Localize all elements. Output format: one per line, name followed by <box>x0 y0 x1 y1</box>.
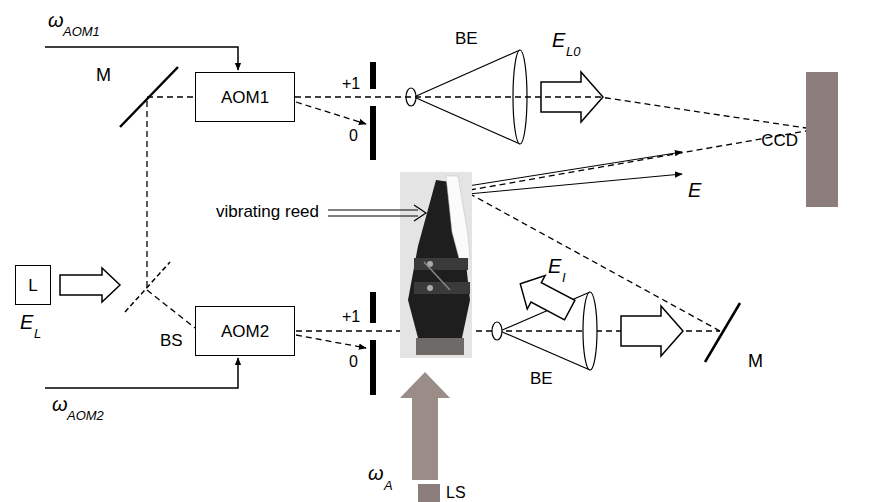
node-label: LS <box>446 485 466 501</box>
node-label: AOM2 <box>221 323 269 340</box>
rf-line <box>45 47 238 70</box>
beam-expander <box>500 331 590 370</box>
reed-photo <box>400 172 472 358</box>
camera-sensor: CCD <box>806 72 838 207</box>
zero-order-beam <box>296 102 366 124</box>
pointer <box>328 209 418 210</box>
field-symbol: E <box>552 30 565 50</box>
modulator-box: AOM2 <box>195 306 295 356</box>
hollow-arrows <box>60 72 683 356</box>
order-label: 0 <box>349 354 358 370</box>
node-label: L <box>28 277 37 294</box>
omega-symbol: ω <box>368 463 384 483</box>
sound-arrow <box>400 372 450 480</box>
aperture-plate <box>370 292 376 323</box>
beam <box>147 97 195 287</box>
beam <box>472 195 720 331</box>
mirror <box>705 303 740 362</box>
aperture-plate <box>370 62 376 89</box>
omega-symbol: ω <box>48 10 64 30</box>
node-label: CCD <box>761 131 798 148</box>
part-label: vibrating reed <box>216 203 319 220</box>
beam <box>470 131 806 190</box>
subscript: AOM2 <box>67 409 104 422</box>
field-symbol: E <box>548 256 561 276</box>
lens <box>583 292 597 370</box>
aperture-plate <box>370 106 376 160</box>
lens-label: BE <box>455 30 478 47</box>
splitter-label: BS <box>160 332 183 349</box>
subscript: I <box>562 271 566 284</box>
mirror-label: M <box>748 352 763 370</box>
beam <box>147 290 195 328</box>
pointer <box>414 205 426 221</box>
field-symbol: E <box>688 180 701 200</box>
laser-box: L <box>15 265 51 305</box>
pointer <box>328 215 418 216</box>
lens-label: BE <box>530 370 553 387</box>
subscript: A <box>384 479 393 492</box>
subscript: AOM1 <box>63 25 100 38</box>
scattered-ray <box>468 174 682 194</box>
subscript: L0 <box>566 45 580 58</box>
field-arrow <box>621 306 683 356</box>
lens <box>492 322 502 340</box>
modulator-box: AOM1 <box>195 72 295 122</box>
subscript: L <box>34 327 41 340</box>
field-arrow <box>60 268 120 302</box>
node-label: AOM1 <box>221 89 269 106</box>
order-label: 0 <box>349 128 358 144</box>
mirror-label: M <box>96 66 111 84</box>
omega-symbol: ω <box>52 394 68 414</box>
zero-order-beam <box>296 335 366 348</box>
order-label: +1 <box>342 309 360 325</box>
beam-connector <box>295 97 806 128</box>
aperture-plate <box>370 340 376 395</box>
beam-expander <box>414 50 520 97</box>
field-symbol: E <box>20 312 33 332</box>
field-arrow <box>511 267 578 327</box>
beam-expander <box>414 97 520 144</box>
loudspeaker: LS <box>418 484 440 502</box>
rf-line <box>45 358 238 388</box>
beam-splitter <box>125 262 170 312</box>
order-label: +1 <box>342 76 360 92</box>
scattered-ray <box>468 152 682 186</box>
